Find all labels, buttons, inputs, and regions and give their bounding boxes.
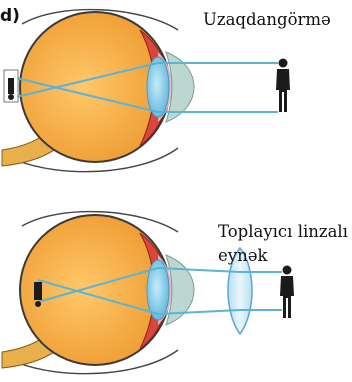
top-retina-image — [4, 70, 18, 102]
bottom-retina-image — [34, 282, 42, 307]
bottom-figure-caption-line1: Toplayıcı linzalı — [218, 222, 348, 242]
top-figure-caption: Uzaqdangörmə — [203, 10, 331, 30]
panel-label: d) — [0, 6, 20, 26]
top-crystalline-lens — [147, 57, 169, 117]
top-object-person — [276, 59, 290, 113]
top-eye — [2, 10, 290, 172]
bottom-figure-caption-line2: eynək — [218, 246, 267, 266]
bottom-object-person — [280, 266, 294, 319]
